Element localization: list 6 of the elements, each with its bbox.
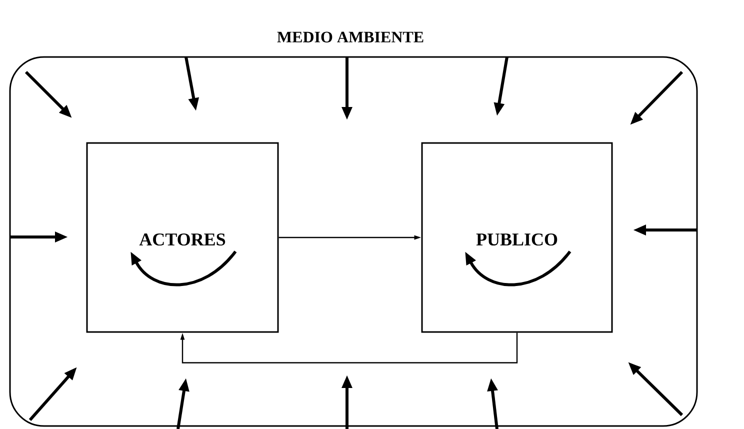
box-label: PUBLICO [476,233,558,246]
loop-arrow [465,250,572,286]
arrow [180,332,518,364]
frame-title: MEDIO AMBIENTE [277,32,424,42]
loop-arrow [130,250,237,286]
box-label: ACTORES [139,233,226,246]
